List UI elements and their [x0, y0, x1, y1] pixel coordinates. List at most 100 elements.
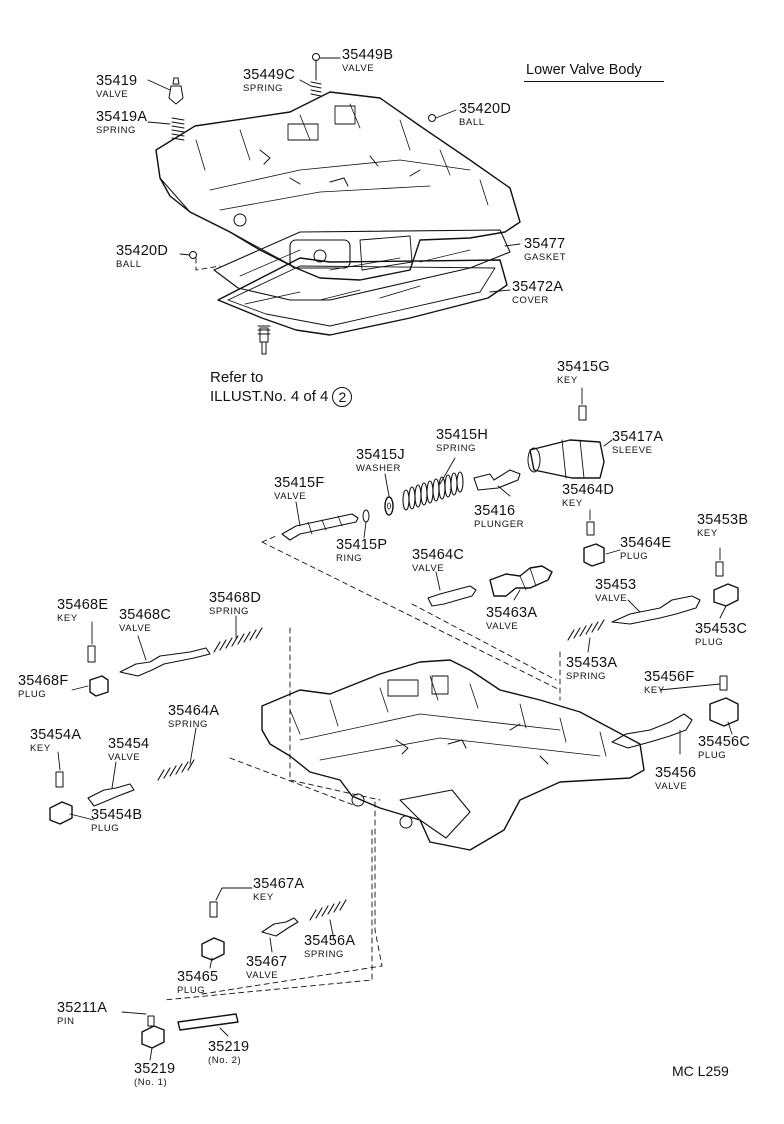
part-name: SPRING	[304, 948, 345, 960]
part-name: (No. 2)	[208, 1054, 242, 1066]
part-number: 35417A	[612, 429, 664, 445]
part-number: 35465	[177, 969, 219, 985]
part-number: 35463A	[486, 605, 538, 621]
part-number: 35464C	[412, 547, 464, 563]
cover-plate	[217, 257, 508, 336]
upper-valve-body	[155, 91, 521, 281]
illustration-code: MC L259	[672, 1063, 729, 1079]
part-name: (No. 1)	[134, 1076, 168, 1088]
part-number: 35449B	[342, 47, 394, 63]
part-number: 35464A	[168, 703, 220, 719]
part-name: SPRING	[243, 82, 284, 94]
part-name: SPRING	[436, 442, 477, 454]
part-number: 35415G	[557, 359, 610, 375]
part-number: 35477	[524, 236, 566, 252]
part-name: KEY	[253, 891, 274, 903]
part-label: 35219(No. 1)	[134, 1062, 175, 1087]
part-name: VALVE	[486, 620, 519, 632]
part-name: KEY	[697, 527, 718, 539]
part-number: 35415F	[274, 475, 325, 491]
part-number: 35456A	[304, 933, 356, 949]
part-number: 35219	[208, 1039, 250, 1055]
part-name: VALVE	[342, 62, 375, 74]
part-number: 35453B	[697, 512, 749, 528]
part-name: VALVE	[655, 780, 688, 792]
reference-note-line1: Refer to	[210, 369, 264, 386]
part-number: 35415J	[356, 447, 405, 463]
part-name: VALVE	[412, 562, 445, 574]
part-name: VALVE	[96, 88, 129, 100]
lower-valve-body	[261, 659, 645, 851]
part-name: KEY	[57, 612, 78, 624]
part-number: 35468F	[18, 673, 69, 689]
part-number: 35472A	[512, 279, 564, 295]
lower-parts	[49, 627, 739, 1049]
part-number: 35456C	[698, 734, 750, 750]
part-name: RING	[336, 552, 363, 564]
part-name: KEY	[557, 374, 578, 386]
part-name: PLUG	[18, 688, 47, 700]
part-name: PLUNGER	[474, 518, 525, 530]
part-number: 35420D	[459, 101, 511, 117]
part-number: 35416	[474, 503, 516, 519]
part-number: 35415P	[336, 537, 388, 553]
part-label: 35219(No. 2)	[208, 1040, 249, 1065]
part-name: PLUG	[698, 749, 727, 761]
upper-small-parts	[168, 53, 436, 355]
part-number: 35456F	[644, 669, 695, 685]
part-name: BALL	[116, 258, 142, 270]
part-number: 35468E	[57, 597, 109, 613]
part-number: 35449C	[243, 67, 295, 83]
part-name: SPRING	[96, 124, 137, 136]
part-name: SPRING	[566, 670, 607, 682]
part-number: 35453	[595, 577, 637, 593]
leader-lines-upper	[147, 57, 521, 293]
part-name: GASKET	[524, 251, 567, 263]
diagram-title: Lower Valve Body	[526, 62, 642, 78]
part-number: 35454B	[91, 807, 143, 823]
part-name: KEY	[30, 742, 51, 754]
part-name: PLUG	[177, 984, 206, 996]
part-number: 35454A	[30, 727, 82, 743]
part-number: 35464E	[620, 535, 672, 551]
part-number: 35219	[134, 1061, 176, 1077]
part-name: KEY	[562, 497, 583, 509]
part-name: VALVE	[108, 751, 141, 763]
part-number: 35453A	[566, 655, 618, 671]
middle-parts	[281, 405, 739, 641]
leader-lines-lower	[57, 615, 733, 1061]
part-name: PLUG	[620, 550, 649, 562]
reference-circle-number: 2	[332, 387, 353, 407]
part-name: VALVE	[246, 969, 279, 981]
part-name: SLEEVE	[612, 444, 653, 456]
part-name: VALVE	[274, 490, 307, 502]
